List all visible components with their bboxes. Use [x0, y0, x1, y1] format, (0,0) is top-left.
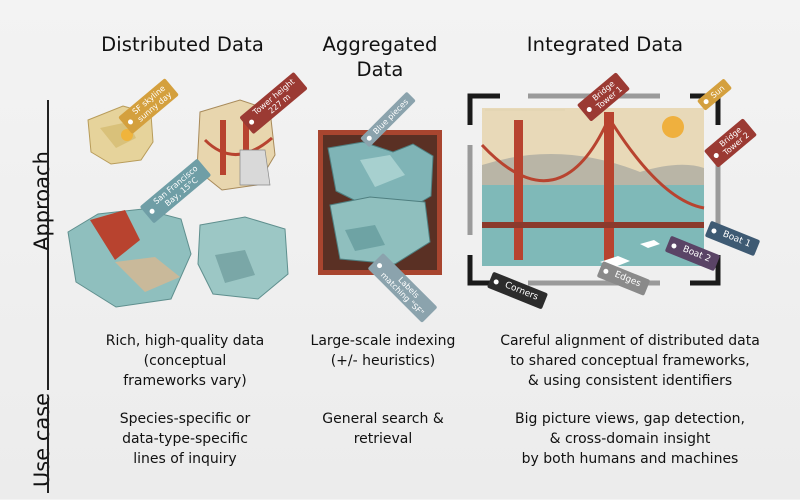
- approach-divider: [47, 100, 49, 390]
- column-title-distributed: Distributed Data: [101, 33, 264, 56]
- use-case-divider: [47, 398, 49, 493]
- use-case-aggregated: General search & retrieval: [322, 411, 444, 447]
- puzzle-cluster-corner: [197, 216, 289, 300]
- puzzle-box: [318, 130, 442, 275]
- approach-distributed: Rich, high-quality data (conceptual fram…: [105, 333, 265, 389]
- puzzle-cluster-bay: [67, 208, 192, 308]
- column-title-integrated: Integrated Data: [526, 33, 684, 56]
- use-case-distributed: Species-specific or data-type-specific l…: [119, 411, 251, 467]
- approach-integrated: Careful alignment of distributed data to…: [500, 333, 760, 389]
- integrated-puzzle: [480, 108, 705, 267]
- use-case-integrated: Big picture views, gap detection, & cros…: [515, 411, 745, 467]
- approach-aggregated: Large-scale indexing (+/- heuristics): [310, 333, 456, 369]
- column-title-aggregated: Aggregated Data: [322, 33, 438, 81]
